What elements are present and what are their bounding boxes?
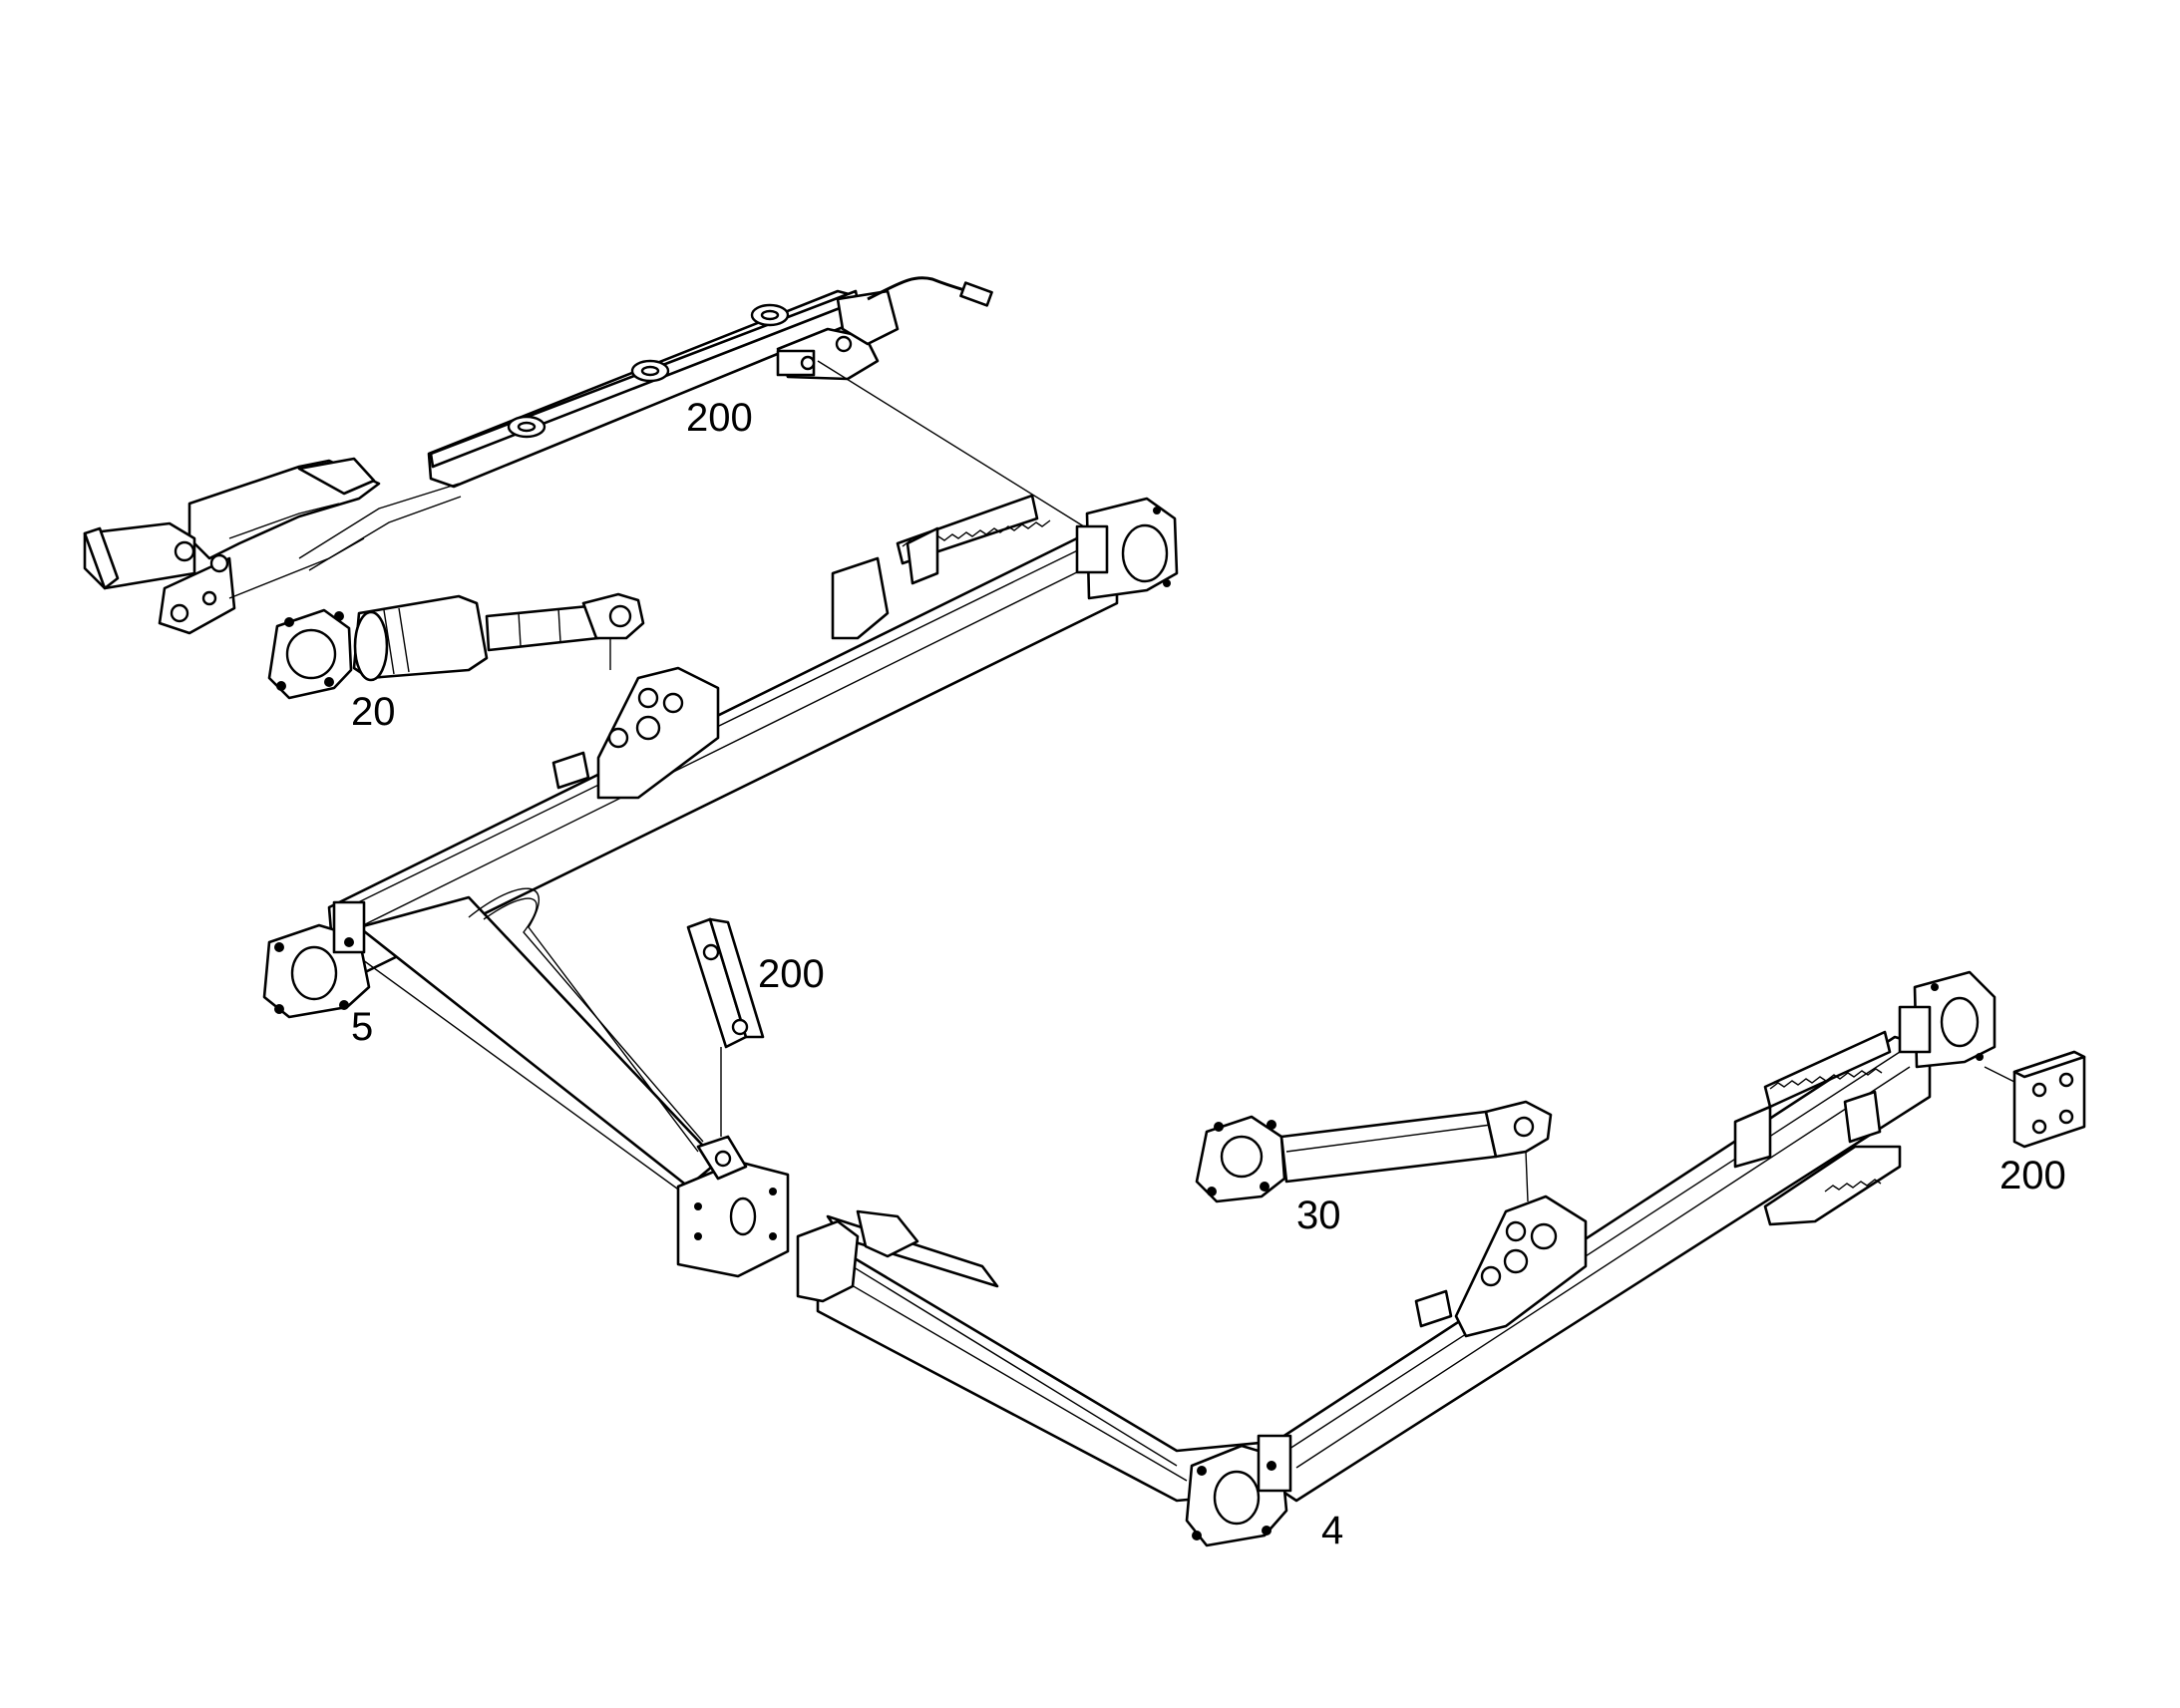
callout-link-plate: 200 <box>758 952 825 996</box>
top-link-assembly <box>83 276 1088 635</box>
callout-left-beam: 5 <box>351 1005 373 1049</box>
callout-support-arm: 30 <box>1296 1194 1341 1237</box>
end-plate <box>1984 1050 2086 1149</box>
support-arm <box>1195 1100 1553 1203</box>
right-beam-frame <box>796 970 1997 1547</box>
callout-cylinder: 20 <box>351 690 396 734</box>
left-beam-frame <box>262 494 1179 1278</box>
hydraulic-cylinder <box>267 592 645 700</box>
callout-right-beam: 4 <box>1321 1509 1343 1552</box>
callout-end-plate: 200 <box>1999 1154 2066 1197</box>
link-plate <box>686 917 765 1137</box>
callout-top-assembly: 200 <box>686 396 753 440</box>
